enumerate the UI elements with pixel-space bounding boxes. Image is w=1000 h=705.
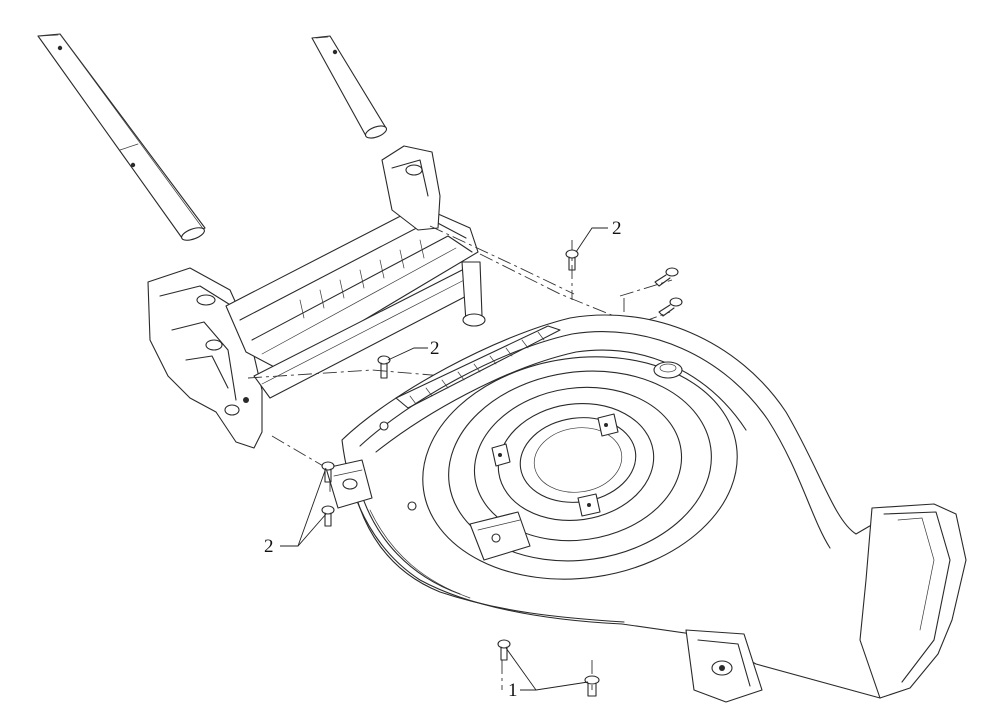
- mower-deck: [325, 314, 967, 703]
- callout-2-top: 2: [612, 218, 622, 239]
- screw-icon: [565, 249, 579, 271]
- screw-icon: [584, 675, 600, 697]
- screw-icon: [497, 639, 511, 661]
- callout-1: 1: [508, 680, 518, 701]
- screw-icon: [654, 267, 679, 287]
- screw-icon: [321, 505, 335, 527]
- callout-2-mid: 2: [430, 338, 440, 359]
- screw-icon: [321, 461, 335, 483]
- callout-2-left: 2: [264, 536, 274, 557]
- rear-frame: [147, 145, 486, 449]
- screw-icon: [377, 355, 391, 379]
- screws: [321, 249, 683, 697]
- screw-icon: [658, 297, 683, 317]
- leader-lines: [280, 227, 608, 691]
- handle-tubes: [37, 33, 388, 241]
